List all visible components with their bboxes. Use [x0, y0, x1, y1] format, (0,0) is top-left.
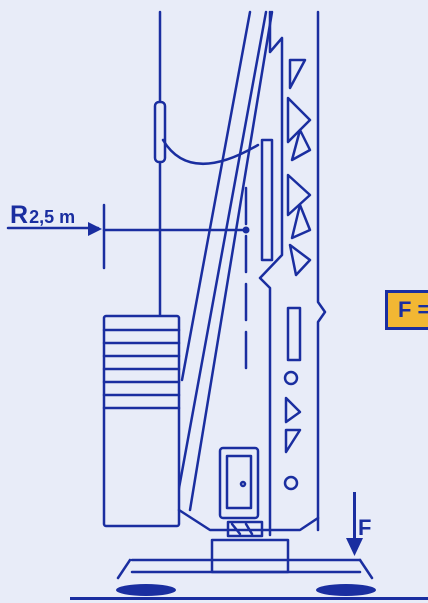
force-arrow-shaft: [353, 492, 356, 540]
cab-door: [218, 446, 260, 520]
rope-sag: [161, 138, 260, 166]
backstay-line-3: [180, 10, 252, 382]
mast: [258, 10, 327, 537]
force-label: F: [358, 515, 372, 540]
radius-value: 2,5 m: [29, 207, 76, 227]
force-formula-box: F =: [385, 290, 428, 330]
counterweight-stack: [102, 314, 181, 528]
backstay-line-inner: [188, 10, 274, 512]
rope-fitting: [153, 100, 167, 164]
carbody: [177, 446, 320, 574]
radius-arrowhead: [88, 222, 102, 236]
backstay-line-outer: [173, 10, 268, 512]
radius-prefix: R: [10, 201, 29, 229]
ground-line: [70, 597, 428, 600]
radius-label: R2,5 m: [10, 201, 75, 230]
track-pad-right: [316, 584, 376, 596]
track-pad-left: [116, 584, 176, 596]
load-point: [242, 226, 250, 234]
force-arrowhead: [346, 538, 363, 556]
crawler-tracks: [116, 558, 374, 580]
